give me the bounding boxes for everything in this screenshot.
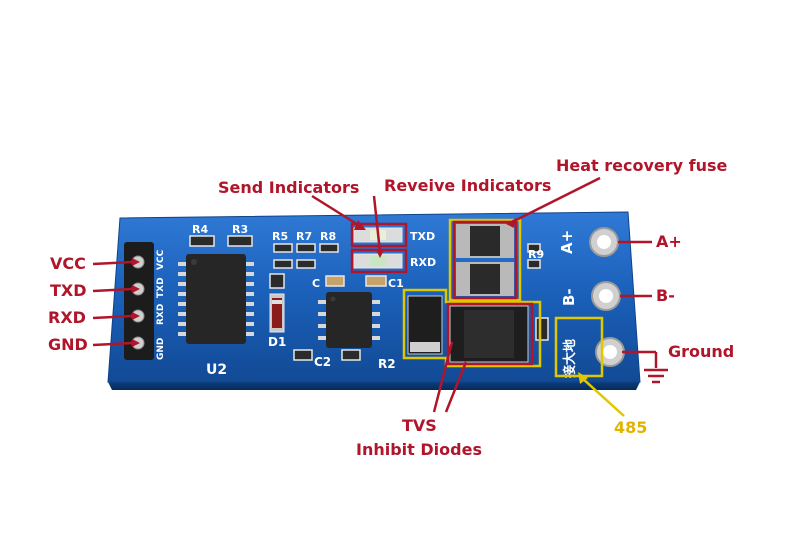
diode-d1 xyxy=(269,293,285,333)
label-b-minus: B- xyxy=(656,286,675,305)
label-rxd: RXD xyxy=(48,308,86,327)
highlight-tvs-yellow xyxy=(402,288,542,368)
silk-c1: C1 xyxy=(388,277,404,290)
label-gnd: GND xyxy=(48,335,88,354)
resistors-top xyxy=(189,235,339,269)
silk-r8: R8 xyxy=(320,230,336,243)
silk-c2: C2 xyxy=(314,355,331,369)
label-ground: Ground xyxy=(668,342,735,361)
silk-pin-vcc: VCC xyxy=(156,249,166,270)
silk-r7: R7 xyxy=(296,230,312,243)
silk-r5: R5 xyxy=(272,230,288,243)
label-tvs: TVS xyxy=(402,416,437,435)
silk-pin-rxd: RXD xyxy=(156,304,166,325)
highlight-fuse-yellow xyxy=(448,218,522,302)
cap-c2 xyxy=(293,349,313,361)
silk-c: C xyxy=(312,277,320,290)
callout-485-line xyxy=(581,377,625,417)
silk-a-plus: A+ xyxy=(558,230,576,254)
label-inhibit-diodes: Inhibit Diodes xyxy=(356,440,482,459)
silk-d1: D1 xyxy=(268,335,286,349)
led-receive xyxy=(353,253,403,269)
pcb-board-edge xyxy=(108,382,640,390)
label-receive-indicators: Reveive Indicators xyxy=(384,176,552,195)
fuse-1 xyxy=(456,224,514,258)
label-485: 485 xyxy=(614,418,648,437)
cap-c xyxy=(325,275,345,287)
highlight-fuse-red xyxy=(452,220,518,300)
silk-u2: U2 xyxy=(206,362,227,378)
silk-ground-cn: 接大地 xyxy=(562,339,578,378)
silk-r9: R9 xyxy=(528,248,544,261)
label-vcc: VCC xyxy=(50,254,86,273)
tvs-diode-large xyxy=(449,305,529,363)
cap-c1 xyxy=(365,275,387,287)
silk-b-minus: B- xyxy=(560,288,578,306)
silk-rxd: RXD xyxy=(410,256,436,269)
label-a-plus: A+ xyxy=(656,232,682,251)
res-r2 xyxy=(341,349,361,361)
silk-r2: R2 xyxy=(378,357,396,371)
silk-r4: R4 xyxy=(192,223,208,236)
label-txd: TXD xyxy=(50,281,87,300)
silk-pin-gnd: GND xyxy=(156,338,166,360)
silk-txd: TXD xyxy=(410,230,435,243)
ic-transceiver xyxy=(318,292,380,348)
ground-symbol-icon xyxy=(644,352,668,384)
callout-lines xyxy=(92,176,656,413)
silk-pin-txd: TXD xyxy=(156,277,166,298)
label-heat-recovery-fuse: Heat recovery fuse xyxy=(556,156,728,175)
fuse-2 xyxy=(456,262,514,296)
tvs-diode-small xyxy=(407,295,443,355)
label-send-indicators: Send Indicators xyxy=(218,178,360,197)
ic-u2 xyxy=(178,254,254,344)
silk-r3: R3 xyxy=(232,223,248,236)
highlight-tvs-red xyxy=(446,302,534,366)
